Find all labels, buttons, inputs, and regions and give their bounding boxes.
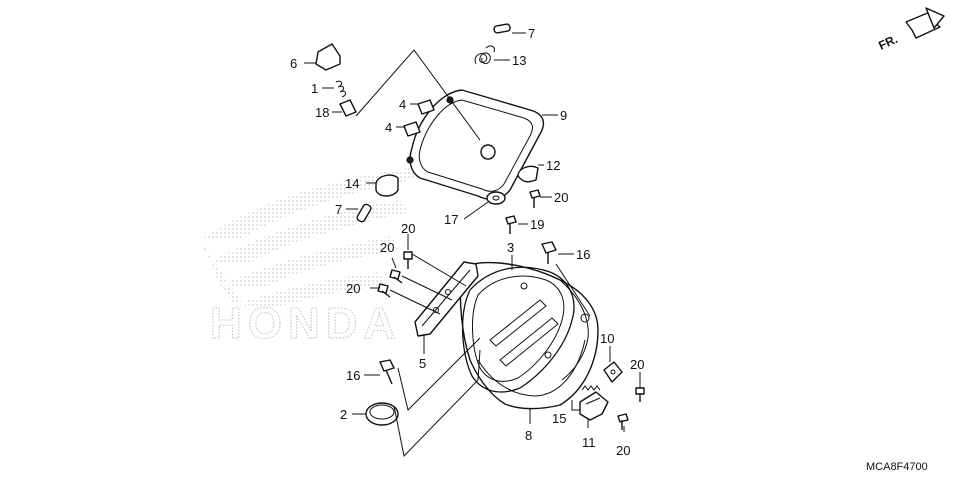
part-7-pin	[356, 203, 372, 223]
part-20-screw	[377, 283, 391, 298]
callout-part-1: 1	[311, 81, 318, 96]
callout-labels: 6 1 18 7 13 4 4 9 12 14 20 7 17 19 20 3 …	[290, 26, 644, 458]
bracket-hole	[445, 289, 451, 295]
callout-part-13: 13	[512, 53, 526, 68]
part-5-bracket	[414, 261, 479, 337]
callout-part-10: 10	[600, 331, 614, 346]
callout-part-2: 2	[340, 407, 347, 422]
part-19-screw	[505, 215, 517, 234]
part-5-bracket-edge	[421, 269, 471, 327]
part-11-bracket	[579, 391, 609, 421]
lid-mount-tab	[406, 156, 414, 164]
callout-part-20: 20	[554, 190, 568, 205]
callout-part-16: 16	[576, 247, 590, 262]
callout-part-15: 15	[552, 411, 566, 426]
housing-bolt-hole	[544, 351, 552, 359]
callout-part-14: 14	[345, 176, 359, 191]
assembly-line	[397, 337, 481, 411]
callout-part-16: 16	[346, 368, 360, 383]
callout-part-20: 20	[346, 281, 360, 296]
part-10-plate	[603, 361, 623, 383]
callout-part-18: 18	[315, 105, 329, 120]
part-9-lid-inner	[418, 99, 533, 192]
housing-bolt-hole	[580, 313, 590, 323]
callout-part-20: 20	[616, 443, 630, 458]
assembly-line	[555, 263, 591, 317]
leader-lines	[304, 32, 641, 458]
part-20-screw	[389, 269, 403, 284]
part-13-spring	[474, 45, 495, 65]
callout-part-6: 6	[290, 56, 297, 71]
callout-part-12: 12	[546, 158, 560, 173]
part-3-gasket-inner	[471, 275, 565, 382]
brand-watermark-text: HONDA	[210, 299, 401, 348]
part-1-spring	[335, 80, 347, 98]
plate-hole	[610, 369, 616, 375]
part-7-pin	[493, 23, 511, 34]
part-8-housing	[459, 261, 599, 410]
part-16-clip	[541, 241, 557, 264]
front-direction-indicator: FR.	[876, 7, 945, 53]
callout-part-20: 20	[401, 221, 415, 236]
part-16-clip	[379, 359, 395, 385]
lid-mount	[480, 144, 496, 160]
housing-inner-slot	[499, 317, 559, 367]
callout-part-7: 7	[528, 26, 535, 41]
assembly-line	[393, 349, 481, 458]
part-17-washer-hole	[492, 195, 500, 201]
wing-logo-watermark	[200, 168, 420, 310]
callout-part-20: 20	[630, 357, 644, 372]
brand-watermark: HONDA	[200, 168, 420, 349]
part-11-bracket-detail	[585, 397, 601, 405]
callout-part-20: 20	[380, 240, 394, 255]
part-20-screw	[403, 251, 413, 269]
part-20-screw	[617, 413, 629, 430]
callout-part-11: 11	[582, 435, 596, 450]
assembly-line	[355, 49, 481, 141]
part-17-washer	[486, 191, 506, 205]
direction-arrow-head	[925, 7, 945, 29]
part-20-screw	[529, 189, 541, 208]
part-4-block	[403, 121, 421, 137]
leader-line	[571, 400, 580, 411]
part-6-cap	[315, 43, 341, 71]
part-14-grommet	[375, 174, 399, 197]
callout-part-9: 9	[560, 108, 567, 123]
assembly-line	[411, 253, 467, 287]
callout-part-4: 4	[399, 97, 406, 112]
housing-bolt-hole	[520, 282, 528, 290]
part-4-block	[417, 99, 435, 115]
callout-part-19: 19	[530, 217, 544, 232]
assembly-line	[389, 289, 441, 315]
rear-cover-assembly	[414, 261, 623, 421]
assembly-line	[401, 275, 453, 301]
callout-part-3: 3	[507, 240, 514, 255]
diagram-code: MCA8F4700	[866, 461, 928, 473]
leader-line	[391, 257, 397, 269]
lid-assembly	[406, 89, 545, 201]
callout-part-8: 8	[525, 428, 532, 443]
callout-part-5: 5	[419, 356, 426, 371]
part-20-screw	[635, 387, 645, 402]
callout-part-4: 4	[385, 120, 392, 135]
leader-line	[463, 201, 489, 220]
housing-inner-slot	[489, 299, 547, 347]
part-2-plug-rim	[369, 404, 395, 420]
part-18-pin	[339, 99, 357, 117]
part-3-gasket	[461, 266, 575, 393]
part-12-clip	[517, 165, 539, 183]
part-8-rim	[559, 279, 589, 381]
callout-part-7: 7	[335, 202, 342, 217]
screw-set	[377, 189, 645, 430]
callout-part-17: 17	[444, 212, 458, 227]
part-15-spring	[581, 385, 601, 391]
front-direction-label: FR.	[876, 32, 899, 53]
